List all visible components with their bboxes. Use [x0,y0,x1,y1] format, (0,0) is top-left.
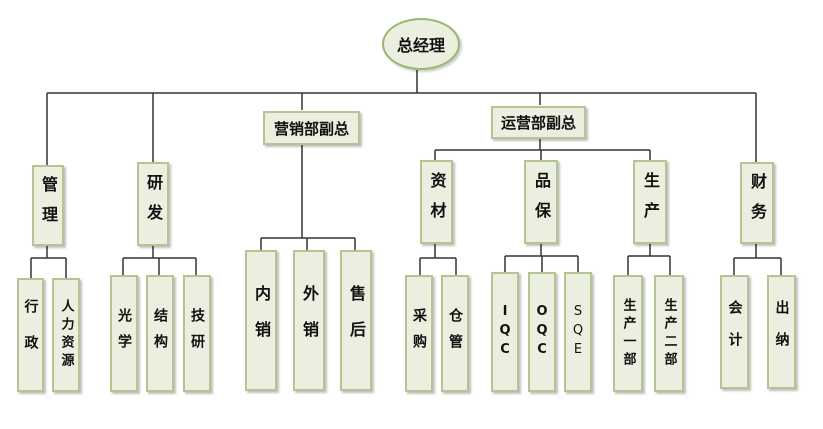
node-dept-finance: 财务 [740,162,774,244]
node-structure: 结构 [146,275,174,392]
node-label: IQC [497,303,513,361]
node-label: 出纳 [773,300,790,364]
node-label: 营销部副总 [273,119,349,138]
node-sqe: SQE [564,272,592,392]
node-label: 行政 [22,299,39,371]
node-export-sales: 外销 [293,250,325,391]
node-dept-production: 生产 [633,160,667,244]
node-label: 会计 [726,300,743,364]
node-label: 内销 [252,284,271,357]
node-after-sales: 售后 [340,250,372,391]
node-label: 财务 [748,173,767,233]
node-general-manager: 总经理 [382,18,460,70]
node-label: 外销 [300,284,319,357]
node-vice-operations: 运营部副总 [491,106,586,139]
node-accounting: 会计 [720,275,749,389]
node-label: 售后 [347,284,366,357]
node-domestic-sales: 内销 [245,250,277,391]
node-label: 运营部副总 [500,114,576,132]
node-label: 研发 [144,174,163,234]
node-label: 管理 [39,175,58,236]
node-tech-research: 技研 [183,275,211,392]
node-cashier: 出纳 [767,275,796,389]
node-label: 生产 [641,172,660,232]
node-vice-sales: 营销部副总 [263,111,360,145]
node-label: 技研 [189,307,205,360]
node-purchasing: 采购 [405,275,433,392]
node-label: 总经理 [396,36,445,55]
node-dept-quality: 品保 [524,160,558,244]
node-admin-office: 行政 [17,278,44,392]
node-dept-rnd: 研发 [137,162,169,246]
node-dept-materials: 资材 [420,160,453,244]
node-oqc: OQC [528,272,556,392]
node-dept-admin: 管理 [32,165,64,246]
node-optics: 光学 [110,275,138,392]
node-label: 生产二部 [661,297,677,370]
node-warehouse: 仓管 [441,275,469,392]
node-label: 生产一部 [620,297,636,370]
node-label: 结构 [152,307,168,360]
node-production-2: 生产二部 [654,275,684,392]
node-iqc: IQC [491,272,519,392]
node-label: SQE [570,303,586,361]
node-label: 人力资源 [58,299,74,371]
node-label: 仓管 [447,307,463,360]
node-human-resources: 人力资源 [52,278,80,392]
node-label: 品保 [532,172,551,232]
node-label: OQC [534,303,550,361]
node-label: 资材 [427,172,447,232]
node-label: 采购 [411,307,427,360]
node-label: 光学 [116,307,132,360]
node-production-1: 生产一部 [613,275,643,392]
